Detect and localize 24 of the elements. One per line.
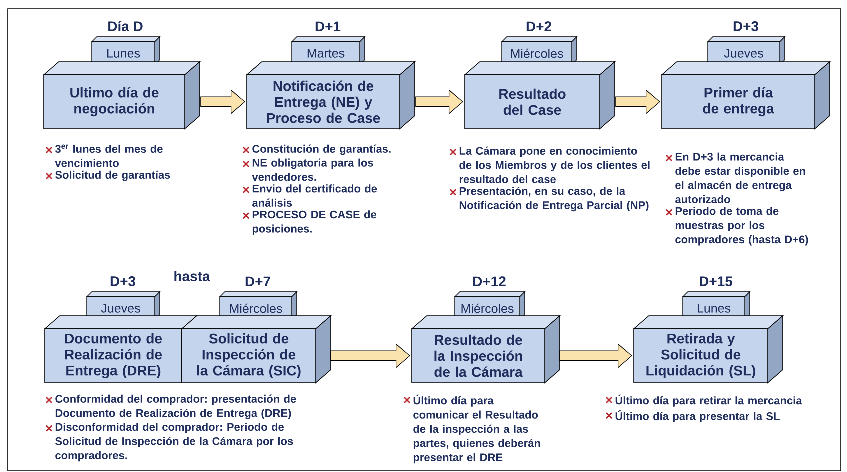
day-heading: D+1	[316, 22, 341, 32]
day-heading: D+12	[474, 276, 506, 286]
bullet-text: En D+3 la mercancia debe estar disponible en el almacén de entrega autorizado	[676, 152, 806, 204]
bullet-text: Conformidad del comprador: presentación de Documento de Realización de Entrega (DRE)	[56, 394, 296, 420]
day-heading: D+15	[700, 276, 733, 286]
day-heading: Día D	[108, 21, 143, 32]
bullet-text: Disconformidad del comprador: Periodo de Solicitud de Inspección de la Cámara por los compradores.	[56, 423, 294, 462]
bullet-text: Presentación, en su caso, de la Notificación de Entrega Parcial (NP)	[460, 186, 649, 212]
day-heading: D+3	[110, 276, 136, 286]
bullet-text: Último día para presentar la SL	[616, 410, 780, 422]
connector-word: hasta	[174, 271, 210, 282]
bullet-text: 3$^{er}$ lunes del mes de vencimiento	[55, 144, 163, 168]
bullet-text: Constitución de garantías.	[252, 144, 391, 156]
day-heading: D+3	[734, 22, 759, 32]
bullet-text: Solicitud de garantías	[56, 170, 170, 182]
bullet-text: PROCESO DE CASE de posiciones.	[252, 210, 376, 235]
bullet-text: Último día para comunicar el Resultado de la inspección a las partes, quienes deberán presentar el DRE	[414, 394, 540, 464]
day-heading: D+7	[246, 276, 270, 286]
bullet-text: Último día para retirar la mercancia	[616, 394, 802, 407]
day-heading: D+2	[526, 22, 552, 32]
bullet-text: La Cámara pone en conocimiento de los Miembros y de los clientes el resultado del case	[460, 146, 650, 184]
bullet-text: Periodo de toma de muestras por los compradores (hasta D+6)	[676, 207, 808, 246]
bullet-text: NE obligatoria para los vendedores.	[252, 158, 374, 182]
bullet-text: Envio del certificado de análisis	[252, 184, 378, 207]
